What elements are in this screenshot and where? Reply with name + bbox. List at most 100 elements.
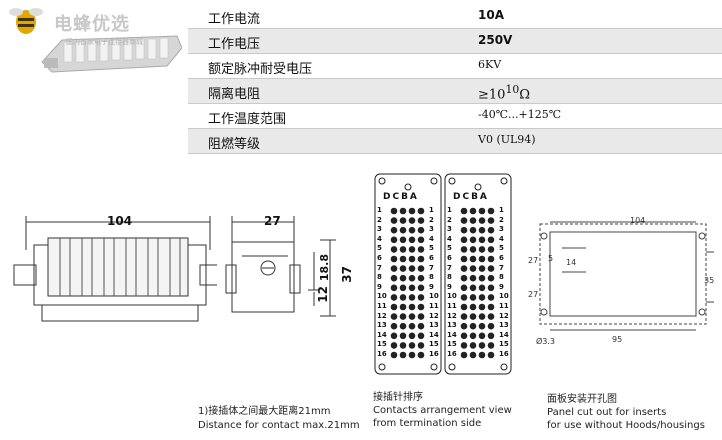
contact-pin (417, 274, 425, 282)
contact-pin (417, 207, 425, 215)
contact-pin (460, 351, 468, 359)
contact-pin (399, 274, 407, 282)
contact-pin (469, 351, 477, 359)
contact-pin (399, 207, 407, 215)
pin-row-number: 8 (447, 273, 452, 282)
contact-pin (399, 342, 407, 349)
pin-row-number: 8 (499, 273, 504, 282)
contact-pin (487, 226, 495, 234)
caption-right-cn: 面板安装开孔图 (547, 394, 617, 405)
contact-pin (460, 207, 468, 215)
contact-grid (460, 207, 495, 359)
contact-pin (399, 226, 407, 234)
pin-row-number: 8 (377, 273, 382, 282)
contact-pin (469, 217, 477, 224)
contact-pin (487, 303, 495, 311)
contact-pin (487, 313, 495, 320)
contact-pin (390, 294, 398, 301)
contact-pin (478, 313, 486, 320)
spec-value: 10A (478, 8, 504, 22)
pin-row-number: 13 (499, 321, 509, 330)
contact-pin (408, 246, 416, 253)
pin-row-number: 5 (429, 244, 434, 253)
brand-name: 电蜂优选 (54, 14, 130, 35)
pin-row-number: 2 (429, 215, 434, 224)
spec-value: 6KV (478, 58, 502, 71)
contact-pin (478, 265, 486, 272)
contact-pin (390, 246, 398, 253)
contact-pin (399, 351, 407, 359)
caption-right-en1: Panel cut out for inserts (547, 407, 667, 418)
contact-pin (469, 332, 477, 340)
contact-pin (417, 313, 425, 320)
pin-row-number: 10 (447, 292, 457, 301)
contact-pin (487, 351, 495, 359)
contact-pin (408, 255, 416, 263)
contact-pin (460, 322, 468, 330)
spec-value: 250V (478, 33, 513, 47)
contact-pin (487, 284, 495, 292)
spec-value: -40℃...+125℃ (478, 108, 562, 121)
spec-row: 工作电流 10A (188, 4, 722, 29)
contact-pin (487, 255, 495, 263)
pin-row-number: 14 (377, 330, 387, 339)
contact-pin (460, 236, 468, 244)
contact-pin (469, 246, 477, 253)
contact-pin (469, 303, 477, 311)
spec-row: 隔离电阻 ≥1010Ω (188, 79, 722, 104)
side-width-dim: 104 (107, 214, 133, 228)
contact-pin (408, 322, 416, 330)
pin-row-number: 3 (499, 225, 504, 234)
contact-pin (417, 265, 425, 272)
front-width-dim: 27 (264, 214, 281, 228)
bee-logo-icon (9, 8, 43, 34)
pin-row-number: 11 (447, 302, 457, 310)
contact-pin (408, 226, 416, 234)
side-view-drawing (13, 216, 217, 322)
pin-row-number: 1 (447, 206, 452, 214)
contact-pin (469, 294, 477, 301)
contact-pin (408, 217, 416, 224)
contact-pin (460, 294, 468, 301)
spec-row: 阻燃等级 V0 (UL94) (188, 129, 722, 154)
caption-left-en: Distance for contact max.21mm (198, 420, 360, 431)
contact-pin (390, 226, 398, 234)
contact-pin (460, 255, 468, 263)
panel-top-dim: 104 (630, 216, 646, 225)
front-height-12-dim: 12 (316, 286, 330, 303)
contact-pin (417, 246, 425, 253)
brand-subtitle: 国内首家电子连接器商城 (66, 38, 143, 46)
contact-pin (408, 294, 416, 301)
contact-pin (487, 207, 495, 215)
pin-row-number: 7 (499, 263, 504, 272)
contact-pin (478, 255, 486, 263)
contact-pin (408, 351, 416, 359)
pin-row-number: 11 (377, 302, 387, 310)
contact-pin (478, 226, 486, 234)
contact-pin (469, 207, 477, 215)
contact-pin (487, 294, 495, 301)
pin-row-number: 7 (447, 263, 452, 272)
spec-table: 工作电流 10A 工作电压 250V 额定脉冲耐受电压 6KV 隔离电阻 ≥10… (188, 4, 722, 154)
front-height-18-dim: 18.8 (318, 254, 331, 282)
contact-pin (408, 332, 416, 340)
contact-pin (417, 303, 425, 311)
contact-pin (460, 246, 468, 253)
pin-row-number: 9 (377, 282, 382, 291)
spec-value-main: ≥10 (478, 87, 506, 103)
contact-pin (399, 332, 407, 340)
panel-hole-dim: Ø3.3 (536, 337, 556, 346)
pin-row-number: 15 (377, 340, 387, 349)
spec-label: 额定脉冲耐受电压 (208, 62, 313, 77)
contact-pin (478, 284, 486, 292)
contact-pin (417, 255, 425, 263)
panel-inner-dim-2: 14 (566, 258, 577, 267)
pin-row-number: 9 (429, 282, 434, 291)
pin-row-number: 3 (429, 225, 434, 234)
pin-row-number: 9 (499, 282, 504, 291)
pin-row-number: 6 (429, 254, 434, 262)
pinout-panel-right (444, 173, 512, 375)
contact-pin (487, 332, 495, 340)
contact-pin (390, 265, 398, 272)
contact-pin (460, 217, 468, 224)
